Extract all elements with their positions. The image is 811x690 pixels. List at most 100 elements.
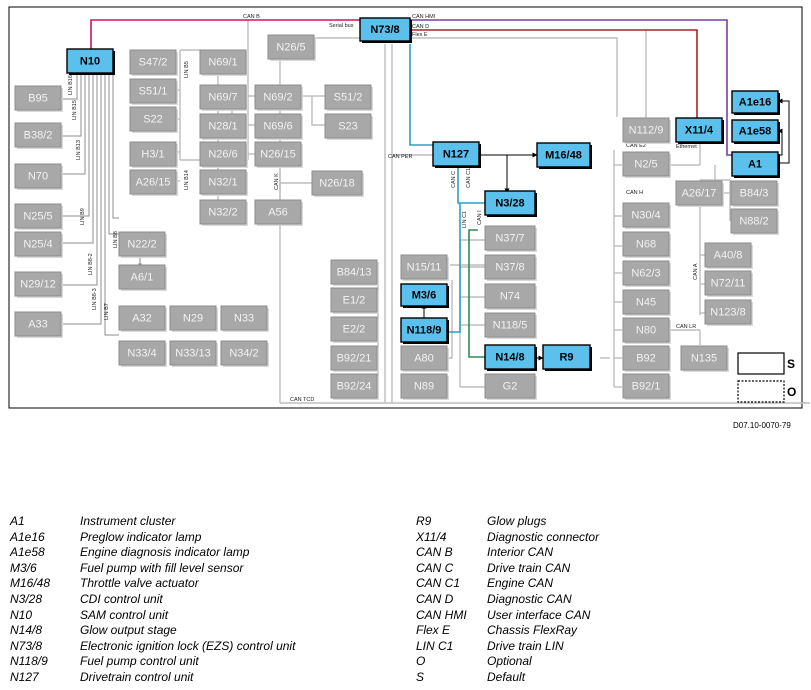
- node-rect: [129, 78, 177, 104]
- node-rect: [267, 34, 315, 60]
- legend-description: Glow output stage: [80, 623, 177, 638]
- node-label: A56: [268, 207, 288, 219]
- node-rect: [330, 373, 378, 399]
- node-rect: [118, 305, 166, 331]
- legend-code: M16/48: [10, 576, 51, 591]
- node-label: N14/8: [495, 352, 524, 364]
- node-n882: N88/2: [730, 208, 779, 235]
- node-g2: G2: [484, 373, 537, 400]
- node-label: S23: [338, 121, 358, 133]
- node-n266: N26/6: [199, 141, 248, 168]
- legend-description: Glow plugs: [487, 514, 547, 528]
- node-rect: [14, 231, 62, 257]
- node-rect: [731, 90, 779, 114]
- bus-label-lin-b5: LIN B5: [184, 61, 190, 78]
- legend-code: Flex E: [416, 623, 451, 638]
- bus-label-can-lr: CAN LR: [676, 324, 696, 330]
- node-rect: [118, 264, 166, 290]
- legend-code: A1e16: [10, 529, 45, 544]
- node-n127: N127: [432, 141, 481, 168]
- legend-code: S: [416, 670, 425, 684]
- bus-label-serial-bus: Serial bus: [329, 23, 354, 29]
- node-rect: [129, 49, 177, 75]
- node-n738: N73/8: [359, 17, 412, 43]
- node-label: R9: [559, 352, 573, 364]
- node-rect: [622, 260, 670, 286]
- node-label: N26/18: [319, 178, 354, 190]
- node-n68: N68: [622, 231, 671, 258]
- node-rect: [400, 254, 448, 280]
- node-rect: [704, 242, 752, 268]
- key-optional-label: O: [787, 385, 796, 399]
- node-rect: [622, 289, 670, 315]
- node-n74: N74: [484, 283, 537, 310]
- bus-label-can-per: CAN PER: [388, 154, 412, 160]
- node-n10: N10: [66, 48, 115, 75]
- node-x114: X11/4: [675, 117, 724, 144]
- legend-code: N10: [10, 607, 33, 622]
- key-optional-box: [737, 380, 785, 403]
- bus-label-lin-b9: LIN B9: [80, 208, 86, 225]
- node-label: N37/7: [495, 233, 524, 245]
- legend-code: N127: [10, 670, 39, 684]
- node-rect: [220, 340, 268, 366]
- node-rect: [14, 203, 62, 229]
- node-label: S22: [143, 114, 163, 126]
- node-rect: [330, 259, 378, 285]
- bus-label-can-hmi: CAN HMI: [412, 14, 436, 20]
- node-n304: N30/4: [622, 202, 671, 229]
- legend-code: CAN HMI: [416, 607, 467, 622]
- node-n254: N25/4: [14, 231, 63, 258]
- node-n1185: N118/5: [484, 312, 537, 339]
- node-label: A32: [132, 313, 152, 325]
- node-rect: [129, 141, 177, 167]
- node-rect: [129, 106, 177, 132]
- lin-bus-fan: [62, 74, 119, 336]
- bus-label-can-b: CAN B: [243, 14, 260, 20]
- node-label: N28/1: [208, 121, 237, 133]
- legend-description: Instrument cluster: [80, 514, 176, 528]
- node-label: N123/8: [710, 307, 745, 319]
- legend-description: Fuel pump control unit: [80, 654, 199, 669]
- node-s511: S51/1: [129, 78, 178, 105]
- node-n135: N135: [680, 345, 729, 372]
- node-rect: [199, 199, 247, 225]
- node-label: N30/4: [631, 210, 660, 222]
- node-n697: N69/7: [199, 84, 248, 111]
- node-label: A40/8: [714, 250, 743, 262]
- node-rect: [484, 373, 536, 399]
- legend-description: Optional: [487, 654, 532, 669]
- node-rect: [359, 17, 411, 42]
- node-rect: [622, 117, 670, 143]
- legend-code: M3/6: [10, 560, 37, 575]
- node-rect: [484, 254, 536, 280]
- node-e22: E2/2: [330, 316, 379, 343]
- lin-c1-line: [468, 229, 485, 358]
- node-label: B84/3: [740, 188, 769, 200]
- node-a1e58: A1e58: [731, 119, 780, 144]
- node-rect: [254, 141, 302, 167]
- legend-code: N118/9: [10, 654, 48, 669]
- node-label: B92: [636, 353, 656, 365]
- node-rect: [220, 305, 268, 331]
- can-c-line: [409, 44, 485, 333]
- node-n265: N26/5: [267, 34, 316, 61]
- node-label: N26/5: [276, 42, 305, 54]
- node-rect: [622, 317, 670, 343]
- node-n2912: N29/12: [14, 271, 63, 298]
- bus-label-lin-b8: LIN B8: [113, 231, 119, 248]
- node-label: N69/2: [263, 92, 292, 104]
- node-a61: A6/1: [118, 264, 167, 291]
- bus-label-lin-b16: LIN B16: [68, 75, 74, 95]
- legend-code: N73/8: [10, 638, 43, 653]
- node-rect: [484, 312, 536, 338]
- node-n45: N45: [622, 289, 671, 316]
- node-a80: A80: [400, 345, 449, 372]
- node-rect: [622, 151, 670, 177]
- node-label: N118/9: [407, 325, 442, 337]
- node-label: X11/4: [685, 125, 714, 137]
- key-default-box: [737, 352, 785, 375]
- node-b8413: B84/13: [330, 259, 379, 286]
